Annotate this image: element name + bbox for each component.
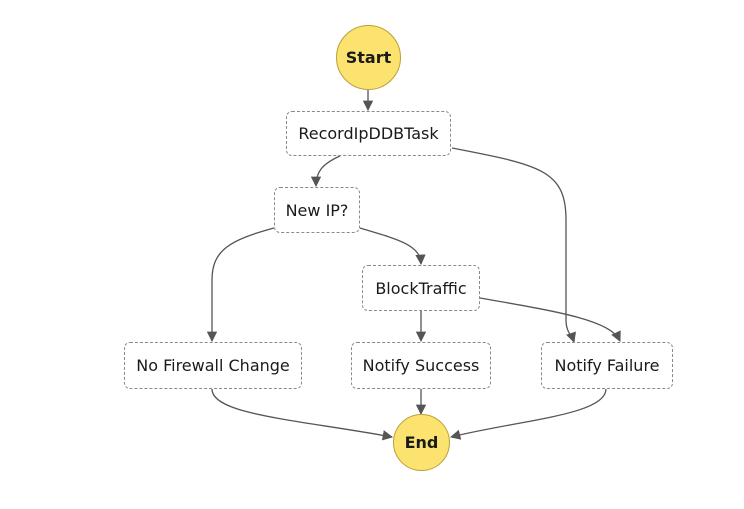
edge-newip-block [359, 227, 426, 266]
edge-nofw-end [211, 388, 394, 441]
state-no-firewall-change[interactable]: No Firewall Change [124, 342, 302, 389]
start-label: Start [345, 48, 392, 67]
edge-record-newip [310, 155, 341, 188]
state-label: BlockTraffic [375, 278, 467, 298]
state-notify-success[interactable]: Notify Success [351, 342, 491, 389]
state-label: RecordIpDDBTask [298, 124, 439, 143]
state-new-ip-choice[interactable]: New IP? [274, 187, 360, 233]
edge-failure-end [449, 388, 607, 440]
end-node[interactable]: End [393, 414, 450, 471]
state-label: No Firewall Change [136, 356, 290, 375]
state-label: Notify Success [362, 356, 480, 375]
edge-record-failure [451, 147, 576, 343]
end-label: End [404, 433, 439, 452]
state-notify-failure[interactable]: Notify Failure [541, 342, 673, 389]
state-block-traffic[interactable]: BlockTraffic [362, 265, 480, 311]
state-label: Notify Failure [554, 356, 660, 375]
edge-newip-nofw [206, 227, 275, 343]
state-record-ip-ddb-task[interactable]: RecordIpDDBTask [286, 111, 451, 156]
edge-block-failure [479, 297, 621, 342]
start-node[interactable]: Start [336, 25, 401, 90]
state-label: New IP? [285, 200, 349, 220]
